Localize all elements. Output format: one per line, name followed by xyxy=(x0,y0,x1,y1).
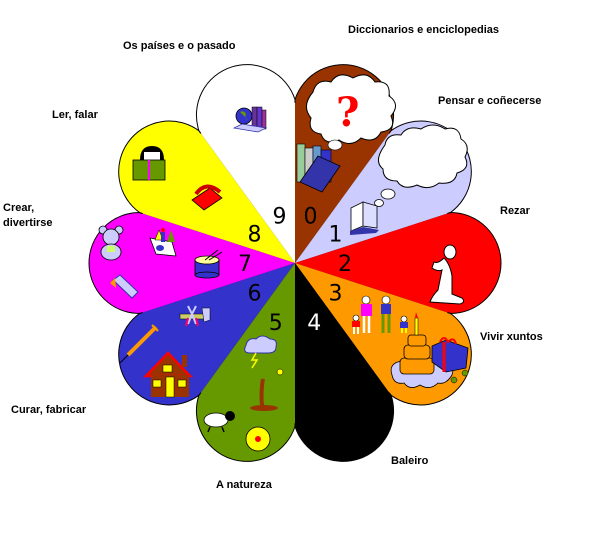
petal-number-9: 9 xyxy=(273,204,287,229)
petal-wedge-9 xyxy=(200,102,295,263)
drum-icon[interactable] xyxy=(194,249,223,279)
label-create-fun-line2[interactable]: divertirse xyxy=(3,217,53,229)
petal-number-1: 1 xyxy=(329,223,343,248)
petal-number-6: 6 xyxy=(248,281,262,306)
label-dictionaries[interactable]: Diccionarios e enciclopedias xyxy=(348,24,500,36)
flower-icon[interactable] xyxy=(245,426,271,452)
petal-number-8: 8 xyxy=(248,223,262,248)
question-mark: ? xyxy=(336,89,359,136)
storm-cloud-icon[interactable] xyxy=(244,335,277,369)
petal-wedge-4 xyxy=(295,263,390,424)
teddy-bear-icon[interactable] xyxy=(98,225,124,261)
petal-number-3: 3 xyxy=(329,281,343,306)
petal-number-2: 2 xyxy=(338,252,352,277)
reading-person-icon[interactable] xyxy=(132,146,166,181)
petal-number-5: 5 xyxy=(269,311,283,336)
birthday-cake-icon[interactable] xyxy=(390,312,454,388)
telephone-icon[interactable] xyxy=(191,184,223,211)
rocket-icon[interactable] xyxy=(110,274,139,299)
house-icon[interactable] xyxy=(143,351,193,398)
praying-figure-icon[interactable] xyxy=(429,244,465,305)
petal-wedge-2 xyxy=(295,213,448,313)
label-live-together[interactable]: Vivir xuntos xyxy=(480,331,543,343)
syringe-icon[interactable] xyxy=(119,324,159,364)
globe-books-icon[interactable] xyxy=(232,106,268,133)
family-icon[interactable] xyxy=(352,295,408,334)
question-cloud-icon[interactable]: ? xyxy=(306,74,396,144)
gift-box-icon[interactable] xyxy=(431,337,469,384)
label-create-fun-line1[interactable]: Crear, xyxy=(3,202,35,214)
petal-wedge-0 xyxy=(295,102,390,263)
label-nature[interactable]: A natureza xyxy=(216,479,272,491)
petal-wedge-6 xyxy=(142,263,295,393)
palm-tree-icon[interactable] xyxy=(247,364,284,411)
sheep-icon[interactable] xyxy=(203,411,235,433)
encyclopedia-books-icon[interactable] xyxy=(296,139,343,193)
label-pray[interactable]: Rezar xyxy=(500,205,530,217)
thought-cloud-icon[interactable] xyxy=(374,124,468,207)
label-read-speak[interactable]: Ler, falar xyxy=(52,109,98,121)
paint-crayons-icon[interactable] xyxy=(149,228,177,257)
label-heal-make[interactable]: Curar, fabricar xyxy=(11,404,87,416)
label-countries-past[interactable]: Os países e o pasado xyxy=(123,40,236,52)
tools-icon[interactable] xyxy=(179,305,211,327)
petal-number-7: 7 xyxy=(238,252,252,277)
label-think[interactable]: Pensar e coñecerse xyxy=(438,95,542,107)
open-book-icon[interactable] xyxy=(350,201,379,235)
petal-number-0: 0 xyxy=(304,204,318,229)
label-empty[interactable]: Baleiro xyxy=(391,455,429,467)
petal-number-4: 4 xyxy=(307,311,321,336)
